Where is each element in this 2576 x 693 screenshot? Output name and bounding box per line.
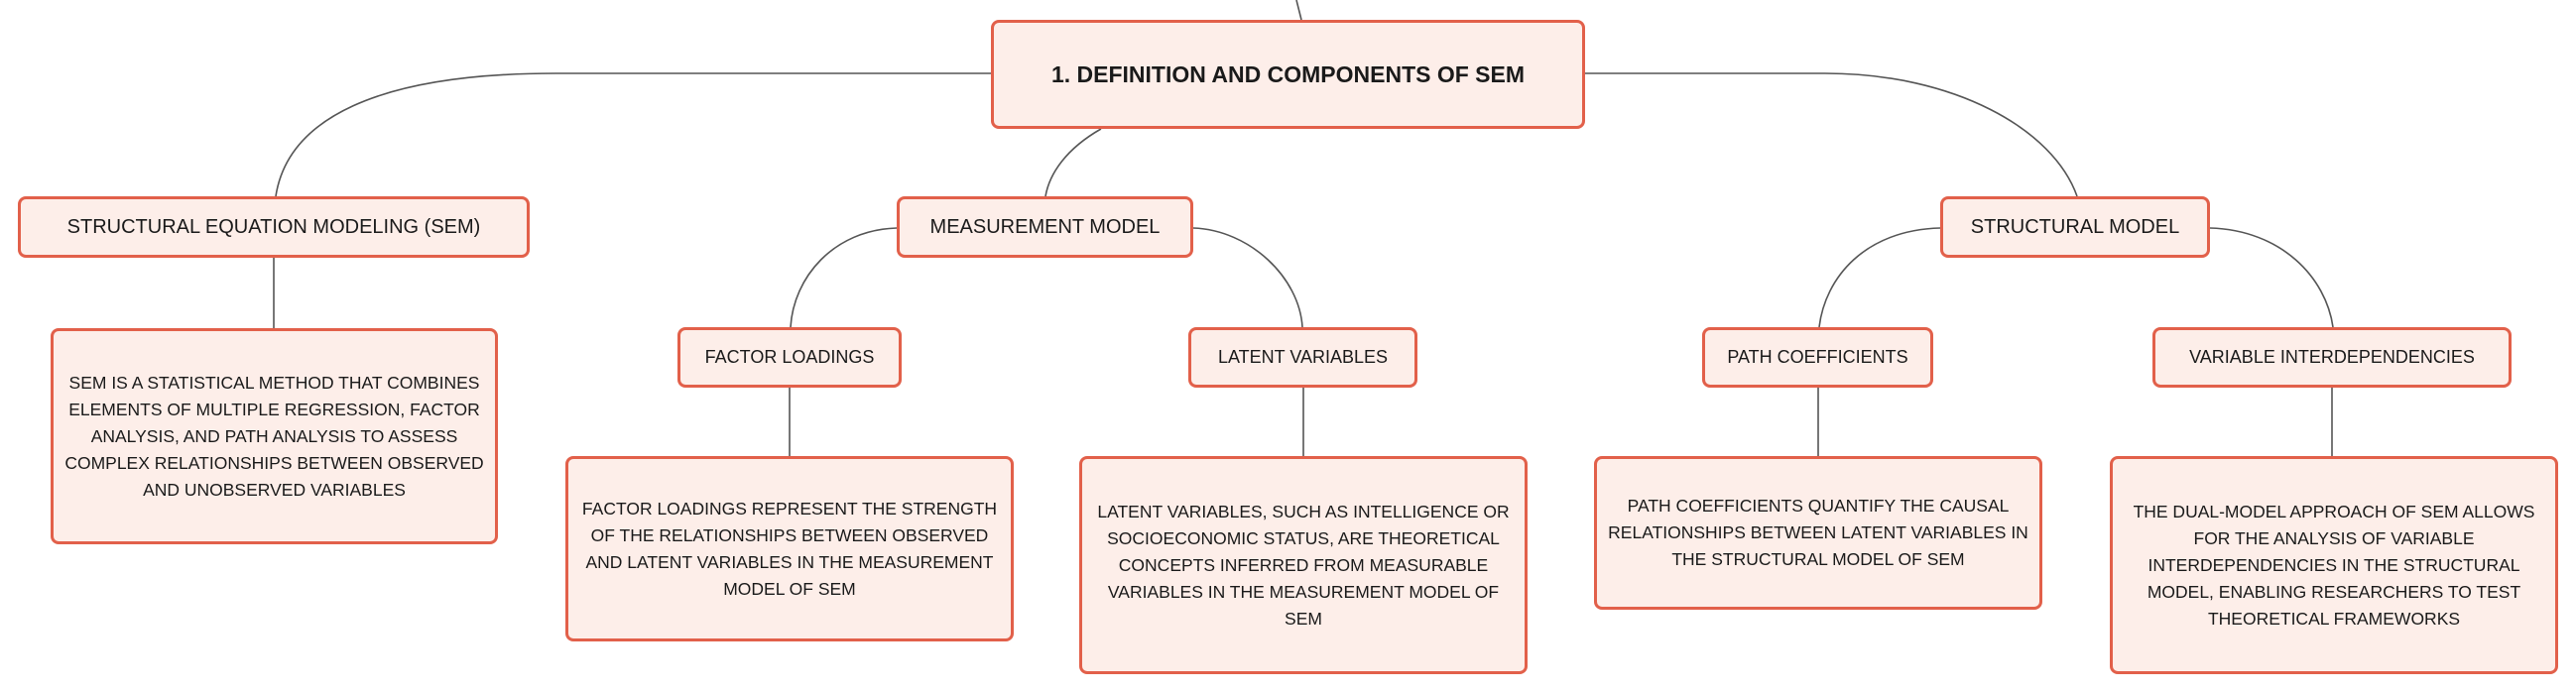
topic-measurement-model[interactable]: MEASUREMENT MODEL [897, 196, 1193, 258]
detail-structural-equation-modeling[interactable]: SEM IS A STATISTICAL METHOD THAT COMBINE… [51, 328, 498, 544]
detail-factor-loadings[interactable]: FACTOR LOADINGS REPRESENT THE STRENGTH O… [565, 456, 1014, 641]
topic-structural-equation-modeling[interactable]: STRUCTURAL EQUATION MODELING (SEM) [18, 196, 530, 258]
topic-structural-model[interactable]: STRUCTURAL MODEL [1940, 196, 2210, 258]
detail-text: SEM IS A STATISTICAL METHOD THAT COMBINE… [64, 372, 484, 500]
topic-label: FACTOR LOADINGS [704, 347, 875, 367]
detail-path-coefficients[interactable]: PATH COEFFICIENTS QUANTIFY THE CAUSAL RE… [1594, 456, 2042, 610]
connector-measurement-to-factor [790, 227, 898, 328]
detail-text: LATENT VARIABLES, SUCH AS INTELLIGENCE O… [1097, 501, 1510, 629]
connector-structural-to-interdep [2209, 227, 2334, 328]
root-topic[interactable]: 1. DEFINITION AND COMPONENTS OF SEM [991, 20, 1585, 129]
detail-text: THE DUAL-MODEL APPROACH OF SEM ALLOWS FO… [2133, 501, 2535, 629]
root-topic-label: 1. DEFINITION AND COMPONENTS OF SEM [1050, 60, 1526, 87]
topic-latent-variables[interactable]: LATENT VARIABLES [1188, 327, 1417, 388]
detail-variable-interdependencies[interactable]: THE DUAL-MODEL APPROACH OF SEM ALLOWS FO… [2110, 456, 2558, 674]
topic-label: STRUCTURAL MODEL [1970, 215, 2180, 238]
connector-root-to-measurement [1044, 128, 1102, 197]
topic-label: VARIABLE INTERDEPENDENCIES [2189, 347, 2475, 367]
connector-structural-to-path [1818, 227, 1941, 328]
topic-label: STRUCTURAL EQUATION MODELING (SEM) [66, 215, 481, 238]
topic-path-coefficients[interactable]: PATH COEFFICIENTS [1702, 327, 1933, 388]
topic-label: PATH COEFFICIENTS [1727, 347, 1908, 367]
detail-text: FACTOR LOADINGS REPRESENT THE STRENGTH O… [581, 498, 998, 599]
topic-label: LATENT VARIABLES [1217, 347, 1389, 367]
detail-text: PATH COEFFICIENTS QUANTIFY THE CAUSAL RE… [1608, 496, 2028, 569]
topic-variable-interdependencies[interactable]: VARIABLE INTERDEPENDENCIES [2152, 327, 2512, 388]
connector-root-incoming [1295, 0, 1302, 21]
connector-root-to-structural [1585, 72, 2078, 197]
connector-root-to-sem [275, 72, 992, 197]
detail-latent-variables[interactable]: LATENT VARIABLES, SUCH AS INTELLIGENCE O… [1079, 456, 1528, 674]
topic-label: MEASUREMENT MODEL [929, 215, 1161, 238]
topic-factor-loadings[interactable]: FACTOR LOADINGS [677, 327, 902, 388]
connector-measurement-to-latent [1192, 227, 1303, 328]
